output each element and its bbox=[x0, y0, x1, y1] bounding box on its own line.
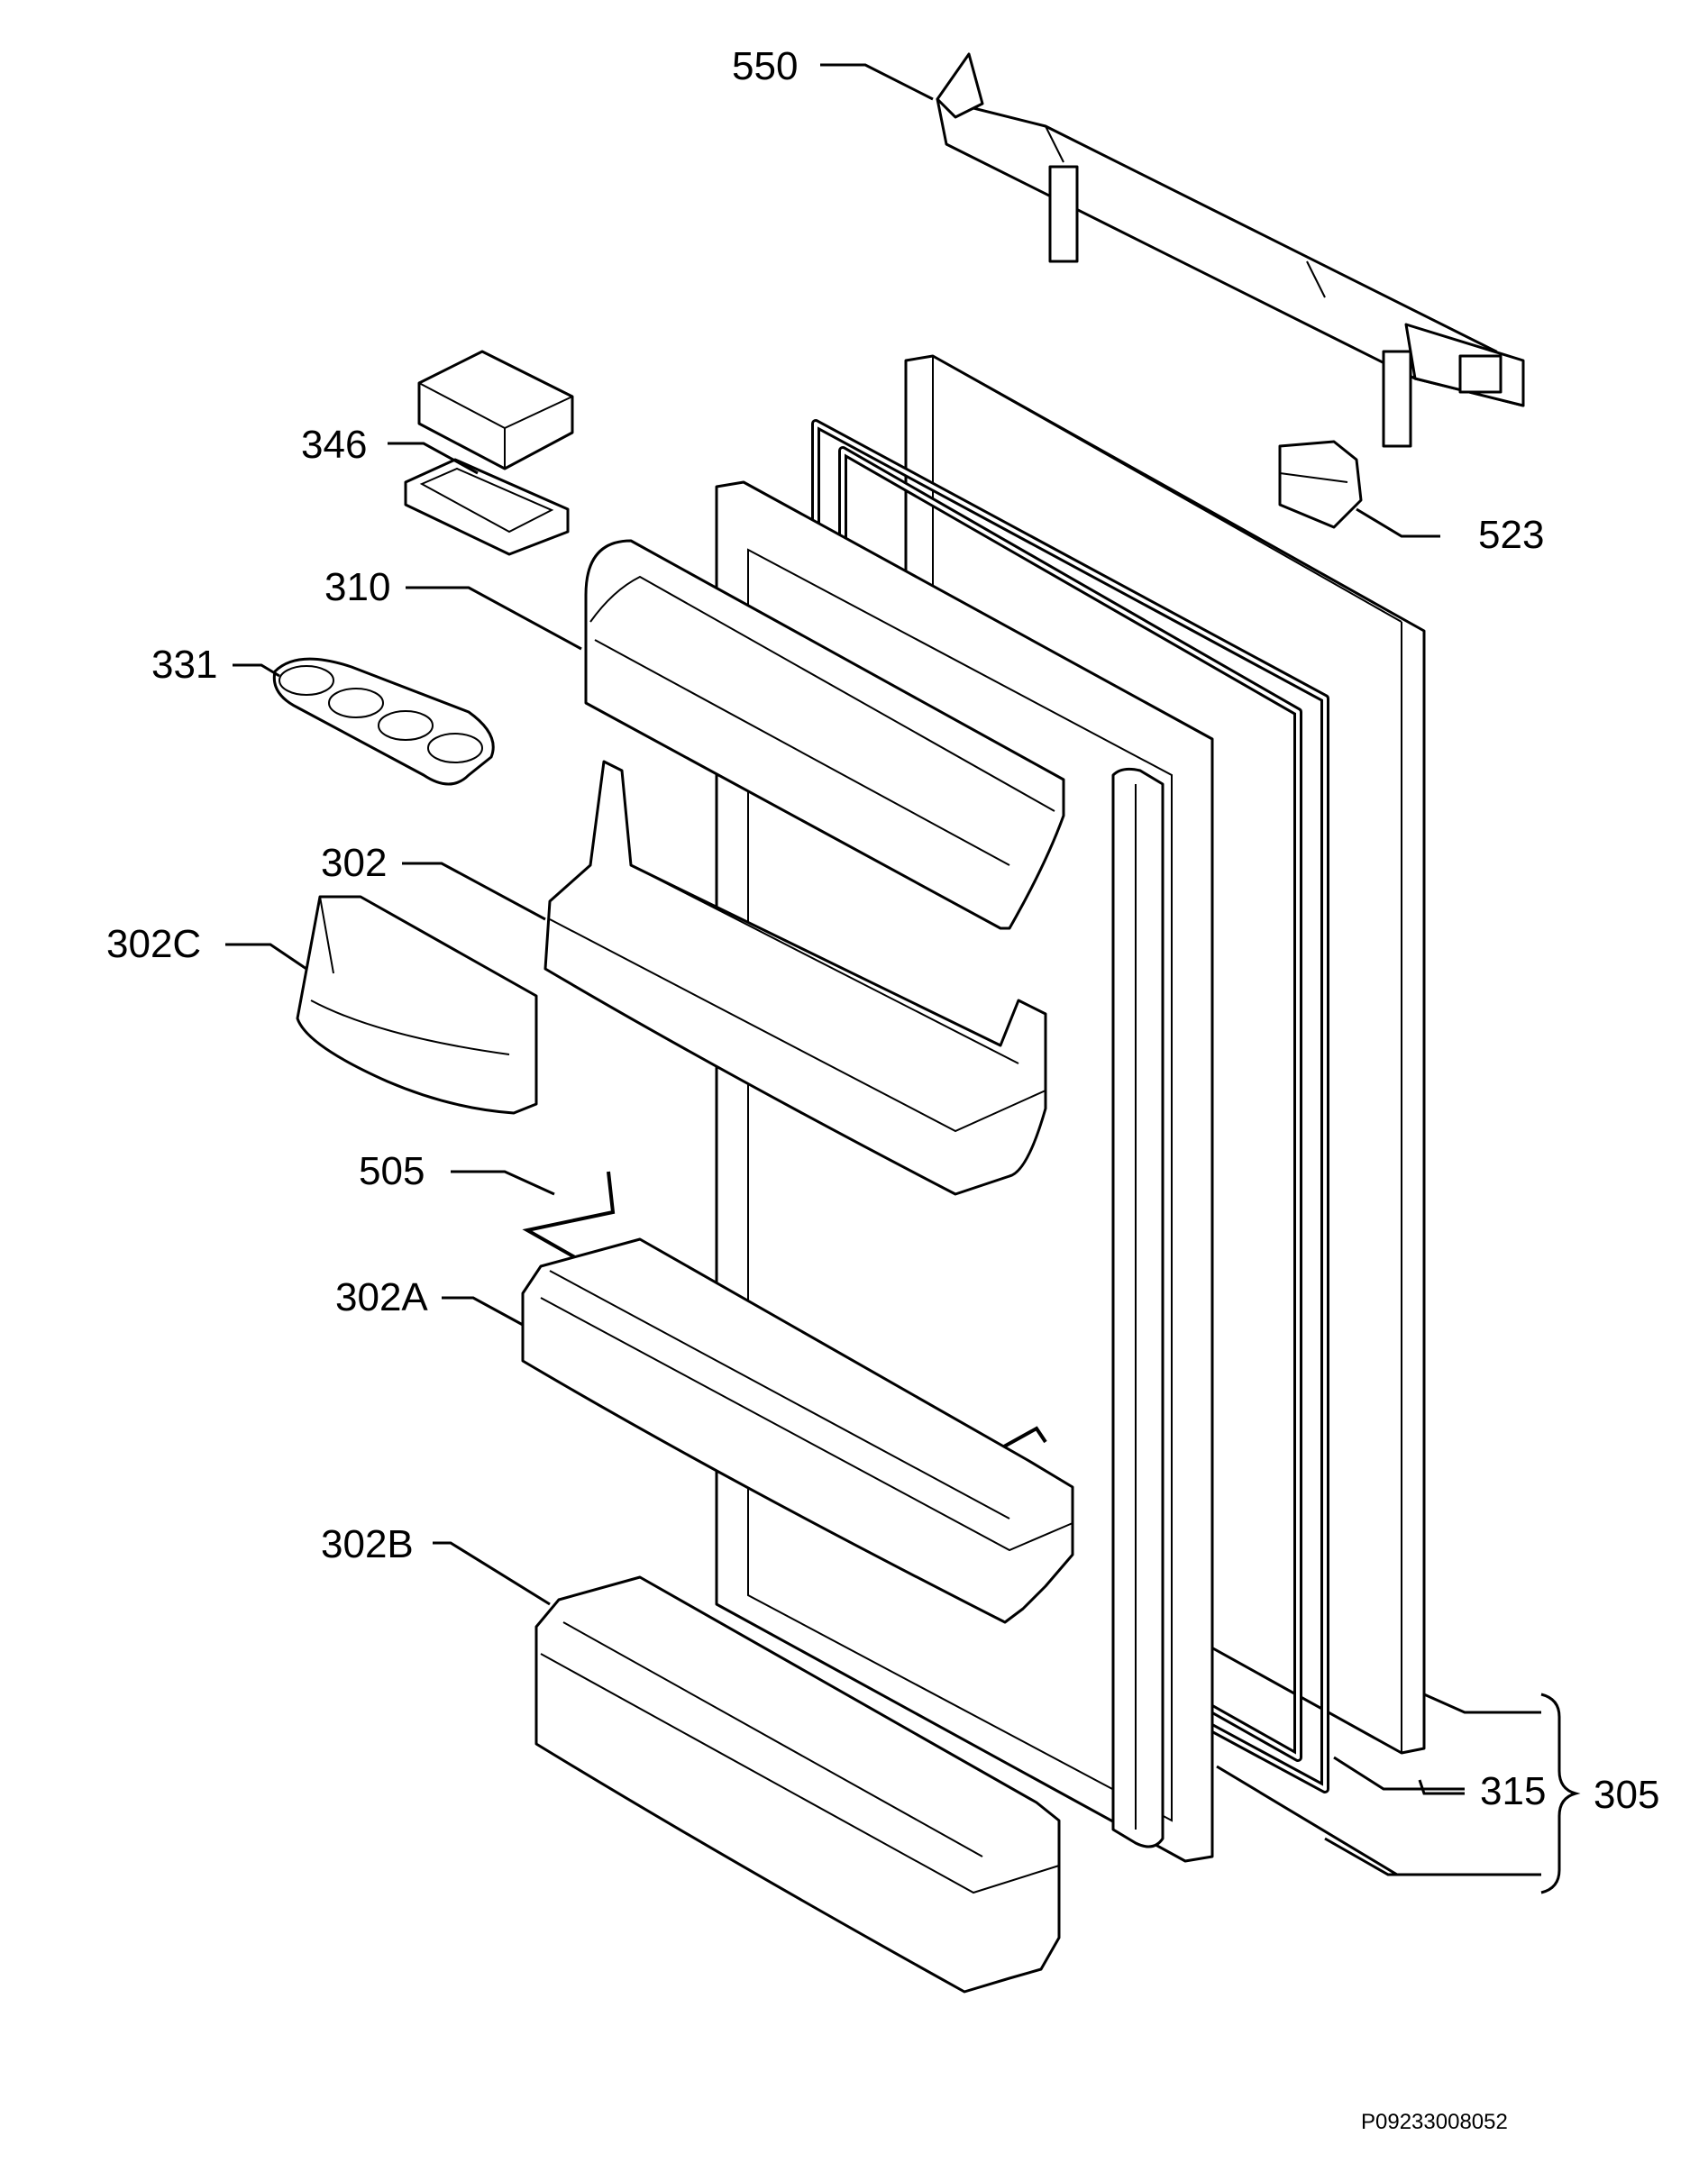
label-302b: 302B bbox=[321, 1522, 414, 1566]
label-523: 523 bbox=[1478, 513, 1544, 557]
part-302a-door-shelf bbox=[521, 1237, 1074, 1624]
part-331-egg-tray bbox=[272, 657, 495, 786]
leader-lines bbox=[225, 63, 1541, 1876]
label-315: 315 bbox=[1480, 1769, 1546, 1813]
part-346-butter-cover bbox=[404, 350, 574, 556]
label-346: 346 bbox=[301, 423, 367, 467]
label-302c: 302C bbox=[106, 922, 201, 966]
label-550: 550 bbox=[732, 44, 798, 88]
part-302b-door-shelf bbox=[534, 1575, 1061, 1994]
part-302-door-shelf bbox=[543, 760, 1047, 1196]
part-310-dairy-flap bbox=[584, 539, 1065, 930]
label-310: 310 bbox=[324, 565, 390, 609]
drawing-code: P09233008052 bbox=[1361, 2110, 1508, 2134]
part-302c-small-bin bbox=[296, 895, 538, 1115]
label-302: 302 bbox=[321, 841, 387, 885]
part-door-frame-front bbox=[1111, 767, 1165, 1848]
label-331: 331 bbox=[151, 643, 217, 687]
label-305: 305 bbox=[1594, 1773, 1659, 1817]
part-550-hinge-cover bbox=[936, 52, 1525, 448]
label-302a: 302A bbox=[335, 1275, 428, 1319]
brace-305 bbox=[1540, 1693, 1581, 1894]
part-523-hinge-block bbox=[1278, 440, 1363, 529]
label-505: 505 bbox=[359, 1149, 425, 1193]
part-labels: 550 346 523 310 331 302 302C 505 302A 30… bbox=[106, 44, 1659, 2134]
